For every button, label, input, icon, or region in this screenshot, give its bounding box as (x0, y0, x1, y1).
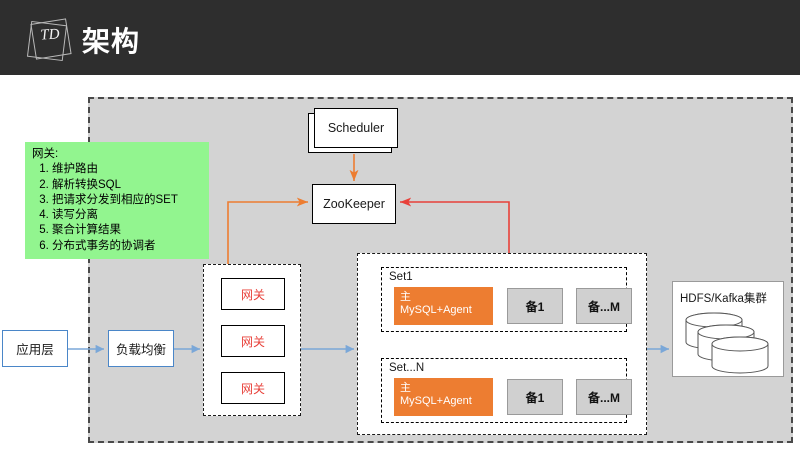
load-balancer-node[interactable]: 负载均衡 (108, 330, 174, 367)
note-item: 维护路由 (52, 162, 203, 177)
master-role-label: 主 (400, 382, 411, 394)
note-title: 网关: (32, 148, 59, 160)
app-layer-node[interactable]: 应用层 (2, 330, 68, 367)
scheduler-node[interactable]: Scheduler (308, 108, 400, 154)
set-card[interactable]: Set...N 主 MySQL+Agent 备1 备...M (381, 358, 632, 423)
set-master-node[interactable]: 主 MySQL+Agent (394, 378, 493, 416)
set-slave-node[interactable]: 备...M (576, 288, 632, 324)
gateway-node[interactable]: 网关 (221, 278, 285, 310)
diagram-canvas: 网关: 维护路由 解析转换SQL 把请求分发到相应的SET 读写分离 聚合计算结… (0, 75, 800, 450)
set-slave-node[interactable]: 备1 (507, 288, 563, 324)
storage-cluster-label: HDFS/Kafka集群 (680, 293, 767, 305)
set-group: Set1 主 MySQL+Agent 备1 备...M Set...N 主 My… (357, 253, 647, 435)
page-title: 架构 (82, 26, 141, 57)
scheduler-label: Scheduler (314, 108, 398, 148)
gateway-group: 网关 网关 网关 (203, 264, 301, 416)
note-item: 把请求分发到相应的SET (52, 193, 203, 208)
set-slave-node[interactable]: 备1 (507, 379, 563, 415)
gateway-node[interactable]: 网关 (221, 372, 285, 404)
set-master-node[interactable]: 主 MySQL+Agent (394, 287, 493, 325)
gateway-node[interactable]: 网关 (221, 325, 285, 357)
note-item: 读写分离 (52, 208, 203, 223)
master-service-label: MySQL+Agent (400, 304, 472, 316)
set-name: Set...N (389, 362, 425, 374)
slide-header: TD 架构 (0, 0, 800, 75)
set-slave-node[interactable]: 备...M (576, 379, 632, 415)
td-logo-icon: TD (26, 17, 72, 62)
storage-cluster-node[interactable]: HDFS/Kafka集群 (672, 281, 784, 377)
note-item: 聚合计算结果 (52, 223, 203, 238)
master-service-label: MySQL+Agent (400, 395, 472, 407)
database-cylinder-icon (685, 312, 769, 374)
gateway-annotation-note: 网关: 维护路由 解析转换SQL 把请求分发到相应的SET 读写分离 聚合计算结… (25, 142, 209, 259)
zookeeper-node[interactable]: ZooKeeper (312, 184, 396, 224)
set-name: Set1 (389, 271, 413, 283)
master-role-label: 主 (400, 291, 411, 303)
note-item: 解析转换SQL (52, 178, 203, 193)
set-card[interactable]: Set1 主 MySQL+Agent 备1 备...M (381, 267, 632, 332)
note-list: 维护路由 解析转换SQL 把请求分发到相应的SET 读写分离 聚合计算结果 分布… (32, 162, 203, 254)
logo-text: TD (39, 26, 61, 44)
note-item: 分布式事务的协调者 (52, 239, 203, 254)
